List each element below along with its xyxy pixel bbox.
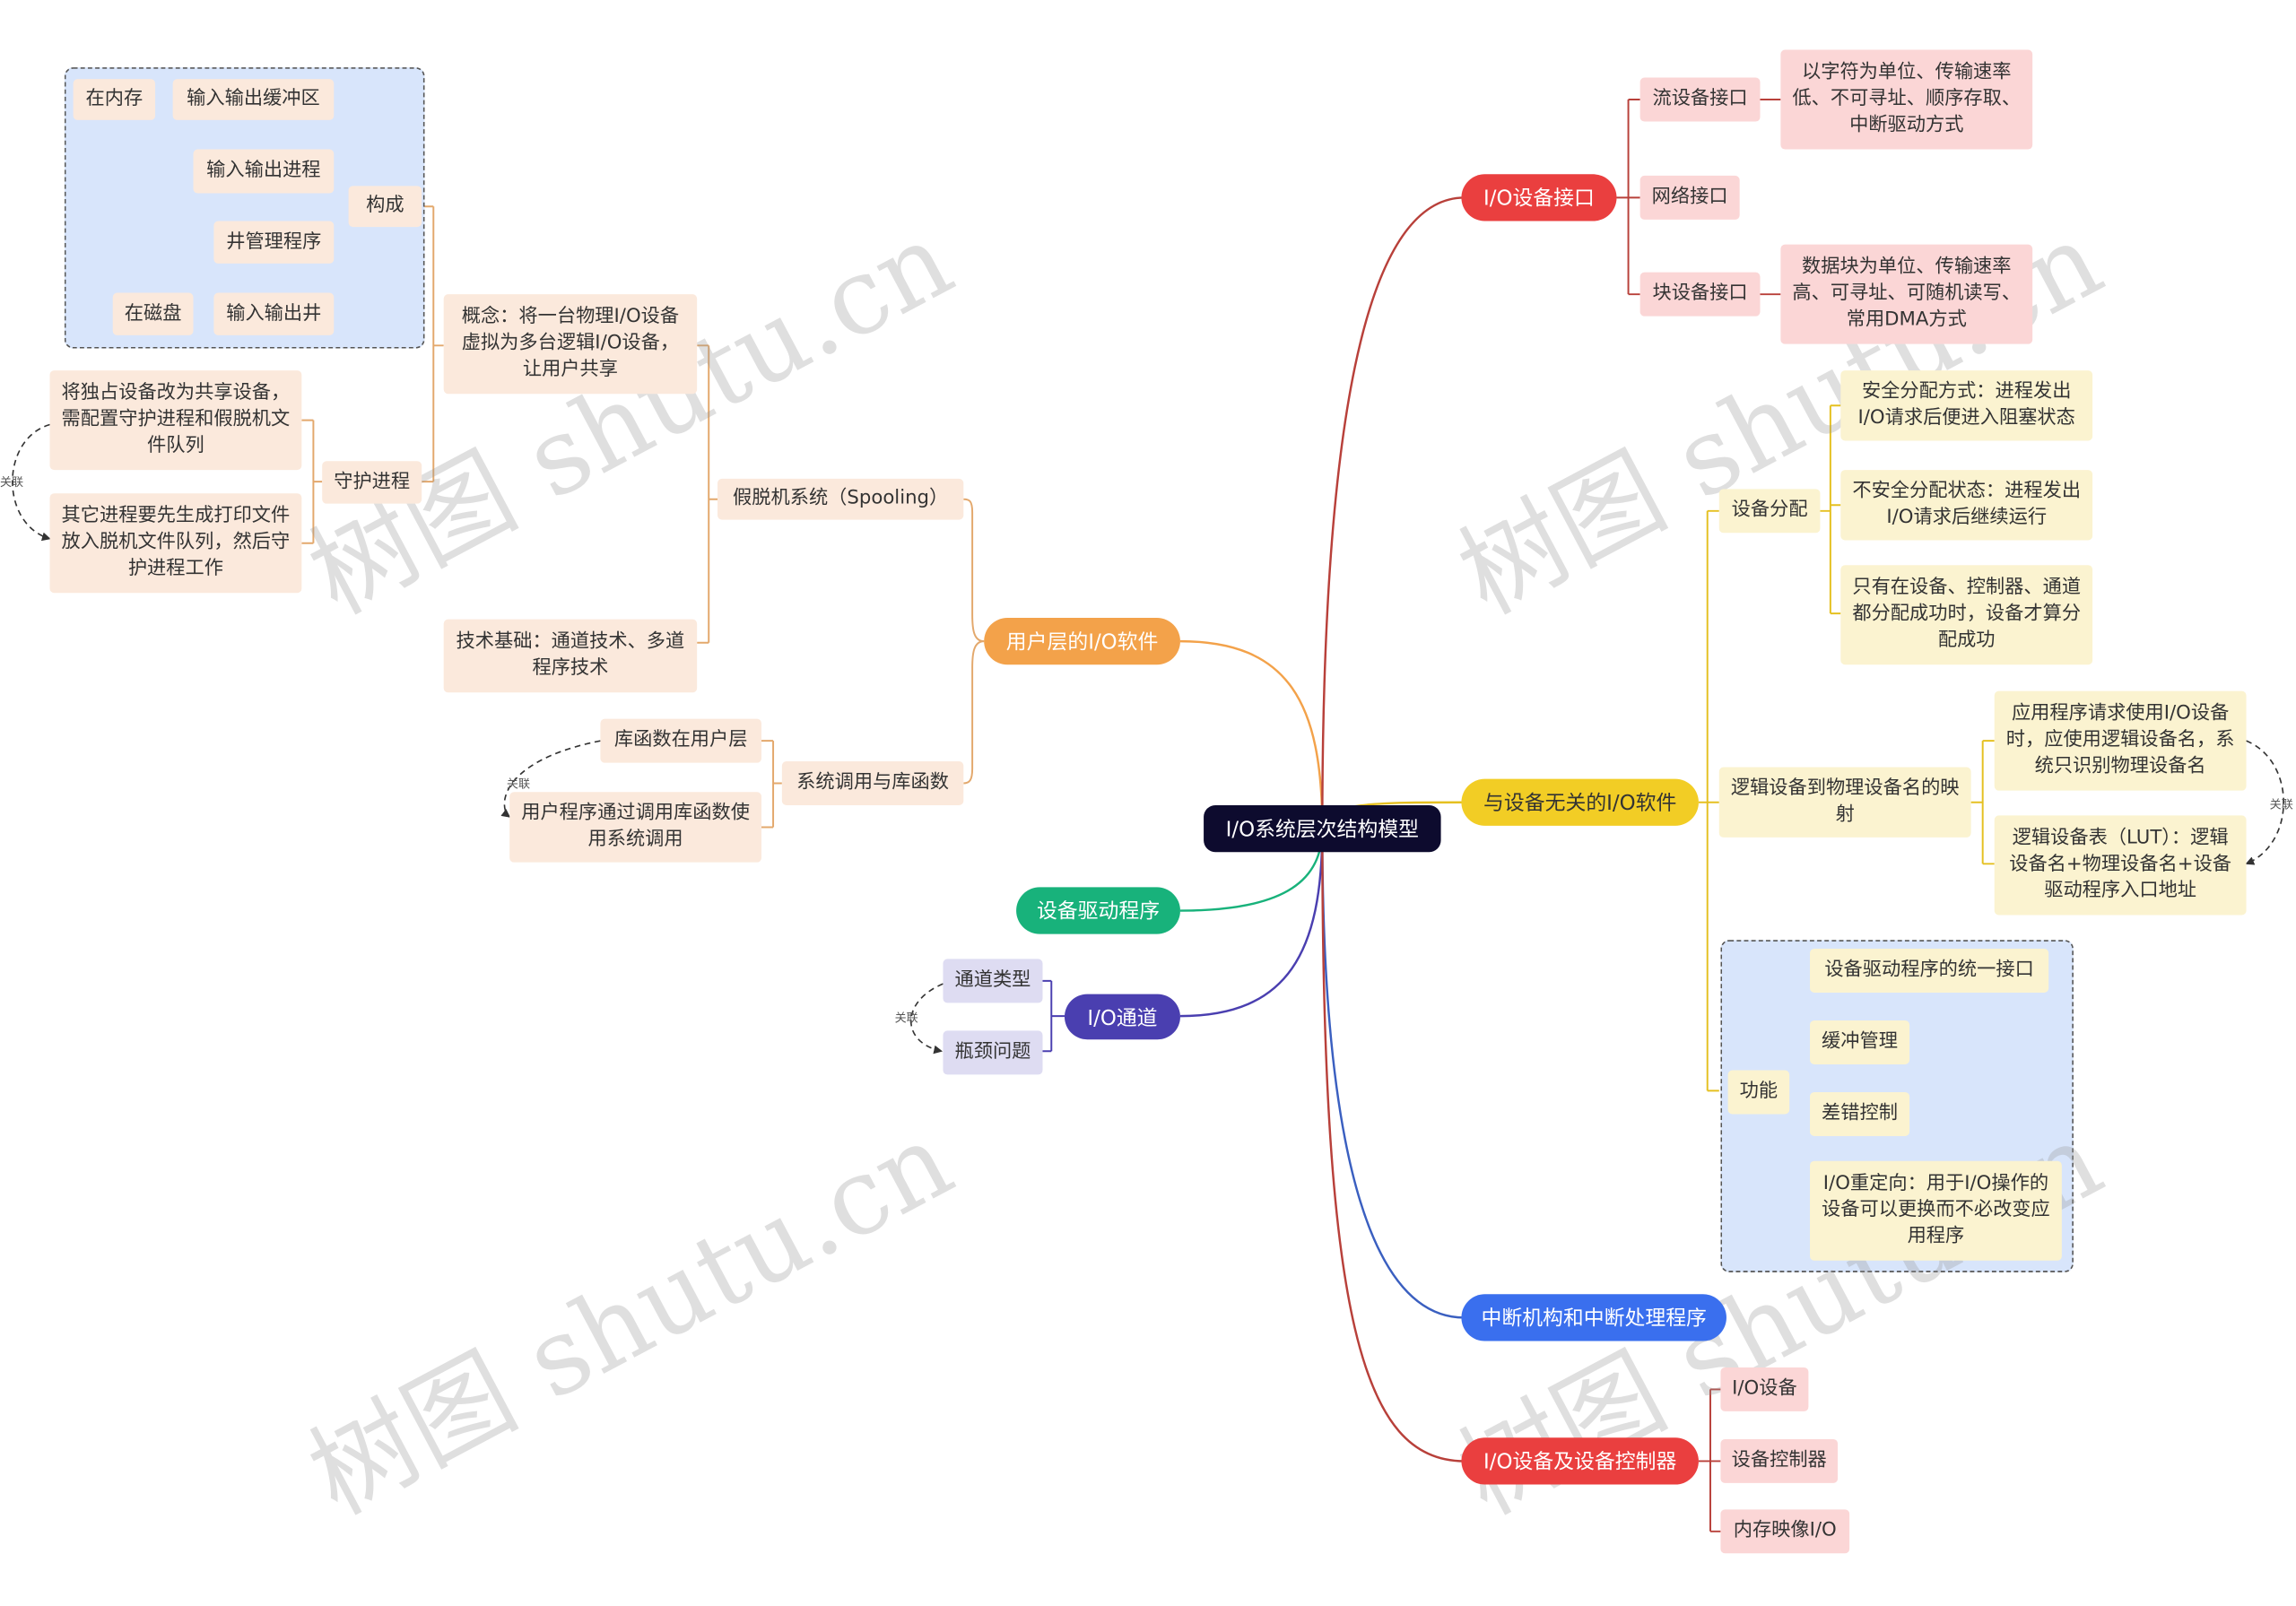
device-independent-node[interactable]: 与设备无关的I/O软件 bbox=[1461, 778, 1699, 826]
edge-root-controller bbox=[1321, 829, 1465, 1463]
function-item-2[interactable]: 缓冲管理 bbox=[1810, 1020, 1910, 1064]
daemon-item-1[interactable]: 将独占设备改为共享设备，需配置守护进程和假脱机文件队列 bbox=[49, 370, 302, 471]
channel-node[interactable]: I/O通道 bbox=[1064, 994, 1180, 1040]
user-layer-node[interactable]: 用户层的I/O软件 bbox=[984, 617, 1180, 665]
edge-root-user-layer bbox=[1179, 639, 1324, 829]
stream-interface-node[interactable]: 流设备接口 bbox=[1639, 77, 1761, 122]
syscall-item-2[interactable]: 用户程序通过调用库函数使用系统调用 bbox=[509, 792, 762, 863]
interrupt-node[interactable]: 中断机构和中断处理程序 bbox=[1461, 1294, 1726, 1341]
spooling-tech[interactable]: 技术基础：通道技术、多道程序技术 bbox=[443, 619, 698, 693]
function-item-4[interactable]: I/O重定向：用于I/O操作的设备可以更换而不必改变应用程序 bbox=[1810, 1160, 2062, 1261]
spooling-concept[interactable]: 概念：将一台物理I/O设备虚拟为多台逻辑I/O设备，让用户共享 bbox=[443, 294, 698, 395]
on-disk-node[interactable]: 在磁盘 bbox=[112, 292, 194, 335]
edge-root-channel bbox=[1179, 829, 1324, 1018]
edge-root-interrupt bbox=[1321, 829, 1465, 1319]
root-node[interactable]: I/O系统层次结构模型 bbox=[1204, 804, 1441, 853]
function-item-3[interactable]: 差错控制 bbox=[1810, 1091, 1910, 1136]
relation-label: 关联 bbox=[2269, 797, 2293, 812]
well-manager-node[interactable]: 井管理程序 bbox=[213, 221, 335, 264]
allocation-unsafe[interactable]: 不安全分配状态：进程发出I/O请求后继续运行 bbox=[1840, 470, 2093, 541]
controller-node[interactable]: I/O设备及设备控制器 bbox=[1461, 1437, 1699, 1485]
edge-root-io-interface bbox=[1321, 196, 1465, 829]
mapping-item-1[interactable]: 应用程序请求使用I/O设备时，应使用逻辑设备名，系统只识别物理设备名 bbox=[1994, 690, 2247, 791]
syscall-node[interactable]: 系统调用与库函数 bbox=[781, 761, 964, 805]
stream-interface-desc[interactable]: 以字符为单位、传输速率低、不可寻址、顺序存取、中断驱动方式 bbox=[1780, 49, 2033, 150]
allocation-success[interactable]: 只有在设备、控制器、通道都分配成功时，设备才算分配成功 bbox=[1840, 565, 2093, 665]
function-node[interactable]: 功能 bbox=[1727, 1070, 1790, 1115]
relation-label: 关联 bbox=[894, 1011, 918, 1025]
daemon-node[interactable]: 守护进程 bbox=[322, 461, 422, 504]
io-process-node[interactable]: 输入输出进程 bbox=[193, 149, 335, 194]
allocation-node[interactable]: 设备分配 bbox=[1718, 489, 1821, 534]
driver-node[interactable]: 设备驱动程序 bbox=[1016, 887, 1180, 934]
daemon-item-2[interactable]: 其它进程要先生成打印文件放入脱机文件队列，然后守护进程工作 bbox=[49, 493, 302, 594]
composition-node[interactable]: 构成 bbox=[348, 186, 422, 228]
in-memory-node[interactable]: 在内存 bbox=[73, 79, 156, 120]
mapping-node[interactable]: 逻辑设备到物理设备名的映射 bbox=[1718, 767, 1971, 838]
io-interface-node[interactable]: I/O设备接口 bbox=[1461, 174, 1617, 221]
channel-type-node[interactable]: 通道类型 bbox=[943, 959, 1043, 1003]
block-interface-node[interactable]: 块设备接口 bbox=[1639, 272, 1761, 317]
relation-arrow-syscall bbox=[500, 740, 601, 818]
relation-arrow-channel bbox=[909, 983, 944, 1055]
bottleneck-node[interactable]: 瓶颈问题 bbox=[943, 1030, 1043, 1075]
relation-arrow-daemon bbox=[12, 423, 51, 542]
controller-item-1[interactable]: I/O设备 bbox=[1720, 1367, 1809, 1411]
relation-arrow-mapping bbox=[2245, 740, 2284, 865]
controller-item-3[interactable]: 内存映像I/O bbox=[1720, 1509, 1850, 1554]
function-item-1[interactable]: 设备驱动程序的统一接口 bbox=[1810, 948, 2049, 993]
mapping-item-2[interactable]: 逻辑设备表（LUT）：逻辑设备名+物理设备名+设备驱动程序入口地址 bbox=[1994, 815, 2247, 916]
relation-label: 关联 bbox=[506, 777, 531, 791]
spooling-node[interactable]: 假脱机系统（Spooling） bbox=[718, 478, 964, 520]
controller-item-2[interactable]: 设备控制器 bbox=[1720, 1438, 1839, 1483]
buffer-node[interactable]: 输入输出缓冲区 bbox=[172, 79, 335, 120]
block-interface-desc[interactable]: 数据块为单位、传输速率高、可寻址、可随机读写、常用DMA方式 bbox=[1780, 244, 2033, 344]
syscall-item-1[interactable]: 库函数在用户层 bbox=[600, 718, 762, 763]
relation-label: 关联 bbox=[0, 475, 24, 490]
io-well-node[interactable]: 输入输出井 bbox=[213, 292, 335, 335]
allocation-safe[interactable]: 安全分配方式：进程发出I/O请求后便进入阻塞状态 bbox=[1840, 370, 2093, 441]
network-interface-node[interactable]: 网络接口 bbox=[1639, 175, 1740, 220]
